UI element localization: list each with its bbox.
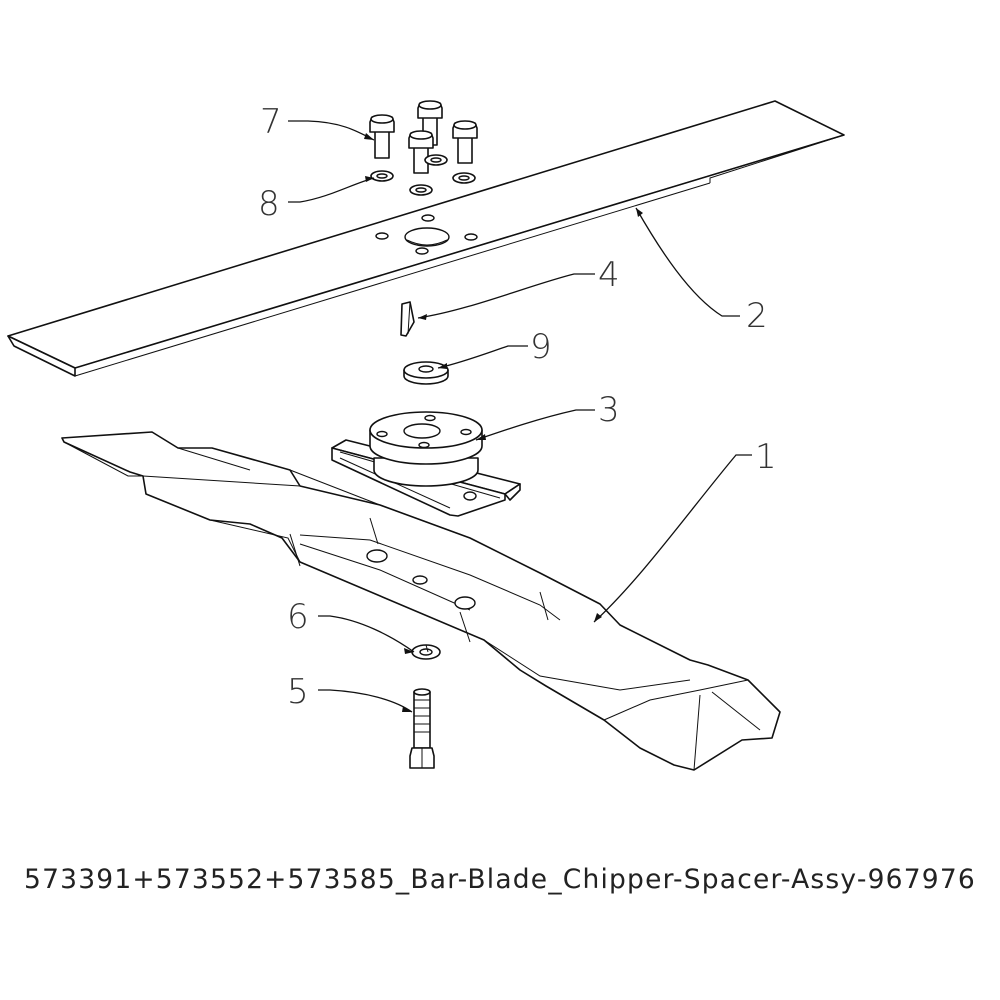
callout-number-4: 4 [598, 255, 620, 295]
callout-4: 4 [417, 255, 620, 319]
chipper-spacer-hub [331, 411, 521, 517]
callout-5: 5 [287, 672, 413, 713]
bolt [369, 114, 395, 159]
callout-number-8: 8 [258, 184, 280, 224]
callout-3: 3 [475, 390, 620, 441]
drawing-caption: 573391+573552+573585_Bar-Blade_Chipper-S… [24, 864, 976, 895]
leader-arrowheads [364, 133, 643, 712]
key [400, 301, 415, 337]
callout-2: 2 [635, 207, 768, 336]
callout-8: 8 [258, 177, 375, 224]
callout-number-7: 7 [260, 102, 282, 142]
center-bolt [409, 688, 435, 769]
callout-number-5: 5 [287, 672, 309, 712]
bolt [408, 130, 434, 174]
callout-6: 6 [287, 597, 415, 653]
washer-set [370, 154, 476, 196]
callout-number-9: 9 [530, 327, 552, 367]
callout-1: 1 [593, 437, 777, 623]
bar-blade [7, 100, 845, 377]
mower-blade [61, 431, 781, 771]
bolt [452, 120, 478, 164]
bolt-set [369, 100, 478, 174]
callout-number-2: 2 [746, 296, 768, 336]
callout-number-1: 1 [755, 437, 777, 477]
callout-9: 9 [437, 327, 552, 369]
lock-washer [411, 644, 441, 660]
callout-7: 7 [260, 102, 375, 142]
spacer-washer [403, 361, 449, 385]
callout-number-6: 6 [287, 597, 309, 637]
callout-number-3: 3 [598, 390, 620, 430]
